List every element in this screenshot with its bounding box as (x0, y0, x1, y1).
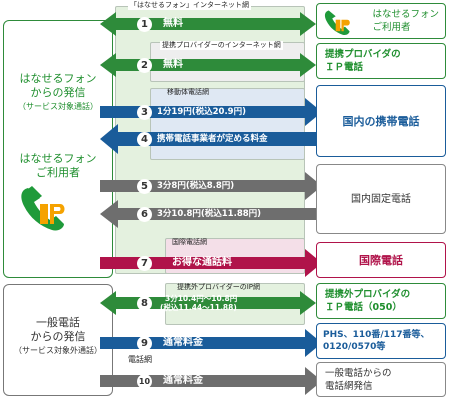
phs-line-1: PHS、110番/117番等、 (323, 330, 430, 340)
intl-network-band-label: 国際電話網 (172, 238, 207, 246)
arrow-row-6 (100, 200, 322, 228)
hanaseru-user-destination-line-1: はなせるフォン (372, 9, 439, 20)
fixed-line-destination-label: 国内固定電話 (351, 193, 411, 205)
row-8-label-1: 3分10.4円〜10.8円 (165, 294, 238, 303)
general-network-destination: 一般電話からの 電話網発信 (316, 362, 446, 397)
hanaseru-user-line-1: はなせるフォン (19, 152, 97, 165)
hanaseru-caller-title-2: からの発信 (30, 86, 86, 99)
ip-phone-logo-icon (21, 186, 65, 231)
arrow-row-1 (100, 12, 316, 36)
arrow-row-9 (100, 329, 322, 357)
hanaseru-user-line-2: ご利用者 (36, 166, 80, 179)
row-6-number: 6 (137, 207, 152, 222)
general-caller-title-2: からの発信 (30, 330, 86, 343)
general-caller-title-1: 一般電話 (36, 316, 80, 329)
mobile-destination: 国内の携帯電話 (316, 85, 446, 157)
general-network-line-2: 電話網発信 (325, 380, 373, 392)
arrow-row-10 (100, 367, 322, 395)
phs-destination: PHS、110番/117番等、 0120/0570等 (316, 323, 446, 359)
row-9-label: 通常料金 (163, 337, 203, 348)
intl-destination: 国際電話 (316, 242, 446, 278)
external-ip-line-2: ＩＰ電話（050） (325, 302, 402, 313)
row-9-number: 9 (137, 336, 152, 351)
row-3-label: 1分19円(税込20.9円) (157, 107, 246, 117)
row-5-label: 3分8円(税込8.8円) (157, 181, 235, 191)
phs-line-2: 0120/0570等 (323, 342, 386, 352)
arrow-row-2 (100, 53, 316, 77)
row-10-number: 10 (137, 374, 152, 389)
row-5-number: 5 (137, 179, 152, 194)
hanaseru-user-destination: はなせるフォン ご利用者 (316, 3, 446, 39)
arrow-row-3 (100, 98, 322, 126)
arrow-row-4 (100, 124, 322, 154)
row-7-label: お得な通話料 (172, 257, 232, 268)
fixed-line-destination: 国内固定電話 (316, 164, 446, 234)
hanaseru-caller-box (3, 20, 113, 278)
phone-network-label: 電話網 (128, 355, 152, 364)
row-6-label: 3分10.8円(税込11.88円) (157, 209, 262, 219)
general-network-line-1: 一般電話からの (325, 367, 392, 379)
row-8-label-2: (税込11.44〜11.88) (160, 303, 237, 312)
arrow-row-8 (100, 291, 316, 315)
mobile-network-band-label: 移動体電話網 (167, 88, 209, 96)
row-10-label: 通常料金 (163, 375, 203, 386)
partner-ip-phone-line-2: ＩＰ電話 (325, 62, 364, 73)
ip-phone-small-logo-icon (324, 10, 350, 35)
partner-ip-phone-line-1: 提携プロバイダの (325, 49, 401, 60)
external-ip-band-label: 提携外プロバイダーのIP網 (177, 283, 261, 291)
mobile-destination-label: 国内の携帯電話 (342, 114, 420, 128)
row-1-number: 1 (137, 17, 152, 32)
row-1-label: 無料 (163, 18, 183, 29)
arrow-row-5 (100, 172, 322, 200)
row-7-number: 7 (137, 256, 152, 271)
hanaseru-user-destination-line-2: ご利用者 (372, 22, 411, 33)
external-ip-destination: 提携外プロバイダの ＩＰ電話（050） (316, 283, 446, 319)
row-4-label: 携帯電話事業者が定める料金 (157, 134, 268, 144)
external-ip-line-1: 提携外プロバイダの (325, 289, 411, 300)
row-8-number: 8 (137, 296, 152, 311)
row-2-number: 2 (137, 58, 152, 73)
mobile-network-band (150, 88, 305, 160)
hanaseru-caller-title-1: はなせるフォン (19, 72, 97, 85)
row-4-number: 4 (137, 132, 152, 147)
general-caller-box (3, 284, 113, 396)
row-3-number: 3 (137, 105, 152, 120)
partner-ip-phone-destination: 提携プロバイダの ＩＰ電話 (316, 43, 446, 79)
hanaseru-internet-band-label: 「はなせるフォン」インターネット網 (128, 1, 251, 10)
arrow-row-7 (100, 249, 322, 277)
intl-destination-label: 国際電話 (359, 253, 403, 267)
row-2-label: 無料 (163, 59, 183, 70)
hanaseru-caller-sub: （サービス対象通話） (18, 102, 98, 111)
general-caller-sub: （サービス対象外通話） (14, 346, 102, 355)
partner-internet-band-label: 提携プロバイダーのインターネット網 (160, 41, 283, 50)
